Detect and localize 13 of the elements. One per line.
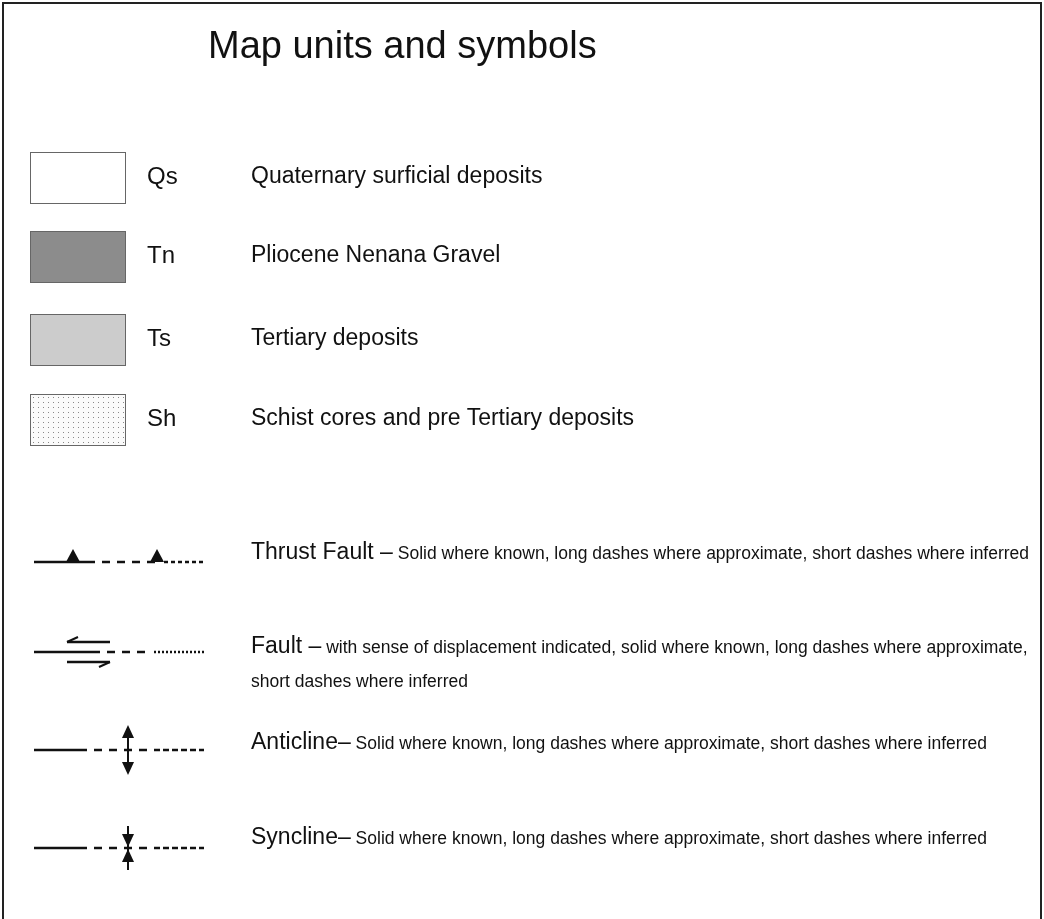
unit-description: Schist cores and pre Tertiary deposits — [251, 404, 635, 431]
unit-description: Pliocene Nenana Gravel — [251, 241, 501, 268]
unit-code: Ts — [147, 324, 171, 352]
unit-description: Quaternary surficial deposits — [251, 162, 543, 189]
unit-code: Qs — [147, 162, 178, 190]
unit-description: Tertiary deposits — [251, 324, 419, 351]
symbol-description: Anticline– Solid where known, long dashes where approximate, short dashes where inferred — [251, 727, 988, 756]
unit-code: Sh — [147, 404, 177, 432]
unit-code: Tn — [147, 241, 175, 269]
symbol-description: Syncline– Solid where known, long dashes where approximate, short dashes where inferred — [251, 822, 988, 851]
title: Map units and symbols — [208, 24, 597, 67]
symbol-description: Fault – with sense of displacement indicated, solid where known, long dashes where approximate, short dashes where inferred — [251, 631, 1029, 693]
symbol-description: Thrust Fault – Solid where known, long dashes where approximate, short dashes where inferred — [251, 537, 1031, 566]
